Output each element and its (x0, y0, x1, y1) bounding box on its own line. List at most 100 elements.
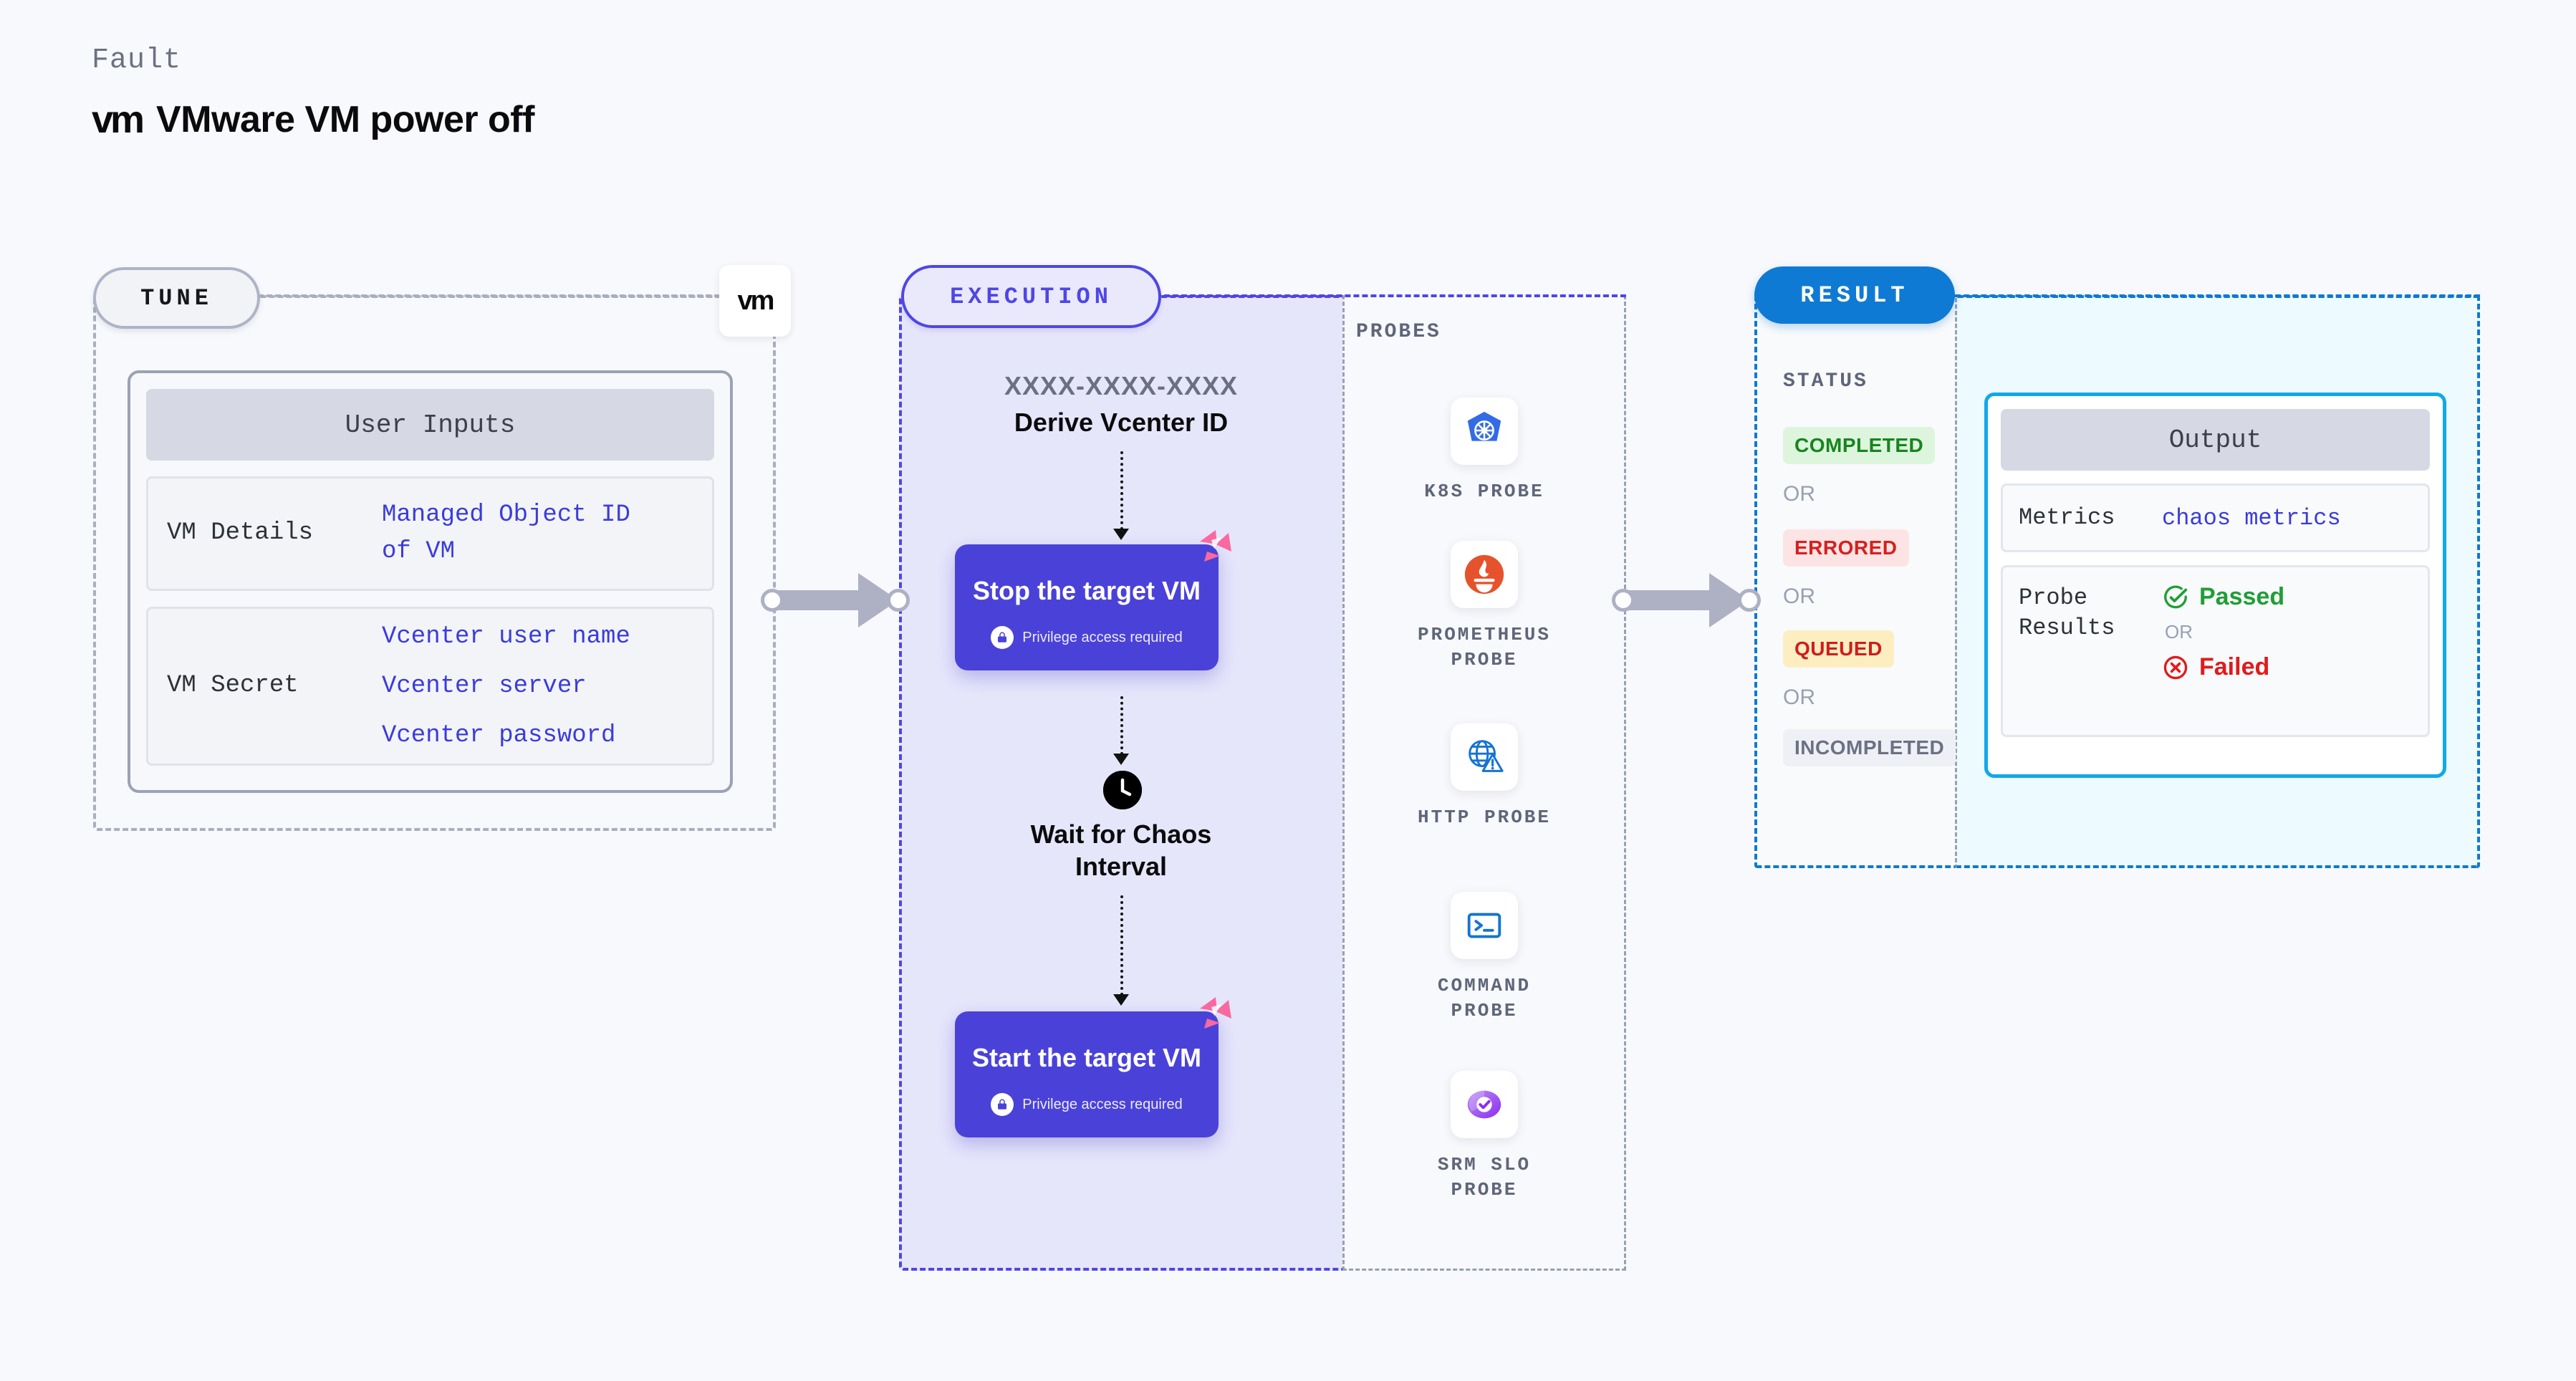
kubernetes-icon (1451, 398, 1518, 465)
arrow-start-dot-icon (1612, 589, 1635, 612)
wait-for-chaos-label-line1: Wait for Chaos (1030, 819, 1212, 849)
user-input-row-vm-secret[interactable]: VM Secret Vcenter user name Vcenter serv… (146, 607, 714, 766)
probe-label-command: COMMAND PROBE (1342, 973, 1626, 1024)
result-status-container (1754, 295, 1957, 868)
output-title: Output (2001, 409, 2430, 471)
probe-item-prometheus[interactable]: PROMETHEUS PROBE (1342, 541, 1626, 673)
probe-results-key-line2: Results (2019, 614, 2115, 641)
status-label: STATUS (1783, 370, 1868, 393)
probe-item-http[interactable]: HTTP PROBE (1342, 723, 1626, 830)
arrow-execution-to-result (1612, 564, 1762, 636)
litmus-chaos-icon (1200, 997, 1231, 1029)
privilege-text-start: Privilege access required (1022, 1096, 1183, 1112)
result-dashed-connector (1955, 294, 2480, 297)
check-circle-icon (2164, 585, 2188, 608)
vm-secret-values: Vcenter user name Vcenter server Vcenter… (382, 619, 630, 754)
status-or-3: OR (1783, 685, 1815, 709)
vmware-badge-label: vm (737, 285, 775, 316)
lock-icon (991, 626, 1014, 649)
action-card-stop-vm[interactable]: Stop the target VM Privilege access requ… (955, 530, 1231, 670)
action-card-stop-vm-title: Stop the target VM (972, 576, 1201, 605)
status-badge-queued: QUEUED (1783, 630, 1894, 668)
flow-arrow-2-head (1113, 754, 1129, 765)
page-title-row: vm VMware VM power off (92, 98, 534, 141)
command-terminal-icon (1451, 892, 1518, 959)
flow-arrow-1-line (1120, 451, 1123, 530)
privilege-row-start: Privilege access required (955, 1093, 1219, 1137)
status-or-1: OR (1783, 482, 1815, 506)
probe-item-srm-slo[interactable]: SRM SLO PROBE (1342, 1071, 1626, 1203)
probe-item-command[interactable]: COMMAND PROBE (1342, 892, 1626, 1024)
status-badge-errored: ERRORED (1783, 529, 1909, 567)
arrow-shaft (1622, 590, 1715, 610)
probe-results-key-line1: Probe (2019, 584, 2088, 611)
probe-label-prometheus-line2: PROBE (1451, 649, 1518, 671)
status-or-2: OR (1783, 584, 1815, 608)
execution-dashed-connector (1155, 294, 1626, 297)
derive-vcenter-id-value: XXXX-XXXX-XXXX (1004, 371, 1239, 400)
vm-details-key: VM Details (167, 519, 314, 547)
vmware-logo-icon: vm (92, 98, 145, 141)
vmware-badge-icon: vm (719, 265, 791, 337)
privilege-text-stop: Privilege access required (1022, 629, 1183, 645)
probe-results-values: Passed OR Failed (2162, 583, 2284, 681)
arrow-end-dot-icon (887, 589, 910, 612)
metrics-value: chaos metrics (2162, 504, 2341, 531)
vm-details-value-0: Managed Object ID (382, 501, 630, 529)
privilege-row-stop: Privilege access required (955, 626, 1219, 670)
probe-failed-label: Failed (2199, 653, 2270, 680)
user-input-row-vm-details[interactable]: VM Details Managed Object ID of VM (146, 476, 714, 591)
flow-arrow-3-head (1113, 994, 1129, 1006)
result-section-pill[interactable]: RESULT (1754, 266, 1955, 324)
output-row-probe-results[interactable]: Probe Results Passed OR Failed (2001, 565, 2430, 737)
probe-result-failed: Failed (2162, 653, 2284, 681)
execution-section-pill[interactable]: EXECUTION (901, 265, 1161, 328)
probe-result-or: OR (2165, 621, 2193, 643)
probe-item-k8s[interactable]: K8S PROBE (1342, 398, 1626, 504)
vm-details-value-1: of VM (382, 538, 456, 565)
clock-icon (1103, 771, 1142, 809)
vm-details-values: Managed Object ID of VM (382, 497, 630, 570)
flow-arrow-2-line (1120, 696, 1123, 755)
fault-eyebrow: Fault (92, 44, 182, 77)
execution-flow-column: XXXX-XXXX-XXXX Derive Vcenter ID Stop th… (899, 295, 1343, 1271)
lock-icon (991, 1093, 1014, 1116)
arrow-tune-to-execution (761, 564, 911, 636)
probe-passed-label: Passed (2199, 583, 2285, 610)
page-header: Fault vm VMware VM power off (92, 44, 534, 141)
vm-secret-value-0: Vcenter user name (382, 622, 630, 650)
output-card: Output Metrics chaos metrics Probe Resul… (1984, 393, 2446, 778)
arrow-start-dot-icon (761, 589, 784, 612)
arrow-shaft (771, 590, 864, 610)
flow-arrow-3-line (1120, 895, 1123, 996)
probe-label-srm-slo: SRM SLO PROBE (1342, 1153, 1626, 1203)
probe-label-command-line1: COMMAND (1437, 975, 1532, 996)
tune-section-pill[interactable]: TUNE (93, 267, 260, 329)
probe-results-key: Probe Results (2019, 583, 2162, 643)
page-title: VMware VM power off (156, 99, 534, 140)
flow-arrow-1-head (1113, 529, 1129, 540)
srm-slo-icon (1451, 1071, 1518, 1138)
user-inputs-card: User Inputs VM Details Managed Object ID… (128, 370, 733, 793)
probe-result-passed: Passed (2162, 583, 2284, 611)
tune-dashed-connector (258, 294, 720, 297)
probe-label-k8s: K8S PROBE (1424, 481, 1544, 502)
wait-for-chaos-label-line2: Interval (1075, 852, 1168, 881)
action-card-start-vm[interactable]: Start the target VM Privilege access req… (955, 997, 1231, 1137)
probes-section-label: PROBES (1356, 321, 1441, 343)
vm-secret-value-2: Vcenter password (382, 721, 616, 749)
vm-secret-value-1: Vcenter server (382, 672, 587, 700)
probe-label-http: HTTP PROBE (1417, 807, 1552, 828)
probe-label-prometheus: PROMETHEUS PROBE (1342, 622, 1626, 673)
vm-secret-key: VM Secret (167, 672, 299, 700)
litmus-chaos-icon (1200, 530, 1231, 562)
http-globe-icon (1451, 723, 1518, 791)
status-badge-incompleted: INCOMPLETED (1783, 729, 1956, 766)
x-circle-icon (2163, 655, 2188, 679)
probe-label-srm-slo-line1: SRM SLO (1437, 1154, 1532, 1175)
prometheus-icon (1451, 541, 1518, 608)
output-row-metrics[interactable]: Metrics chaos metrics (2001, 483, 2430, 552)
probe-label-prometheus-line1: PROMETHEUS (1417, 624, 1552, 645)
status-badge-completed: COMPLETED (1783, 427, 1936, 464)
action-card-start-vm-title: Start the target VM (971, 1043, 1202, 1072)
